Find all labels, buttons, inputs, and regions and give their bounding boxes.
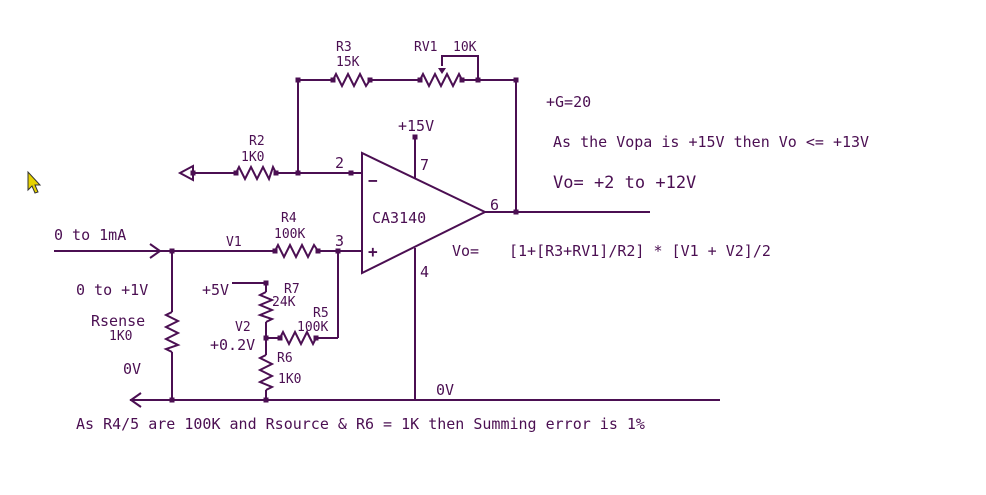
resistor-r5 — [279, 329, 317, 347]
pin-4: 4 — [420, 263, 429, 281]
rsense-value: 1K0 — [109, 329, 132, 344]
formula-rhs: [1+[R3+RV1]/R2] * [V1 + V2]/2 — [509, 242, 771, 260]
potentiometer-rv1 — [419, 68, 463, 89]
v2-value-label: +0.2V — [210, 336, 255, 354]
minus-sign: − — [368, 171, 378, 190]
ground-left-label: 0V — [123, 360, 141, 378]
ground-mid-label: 0V — [436, 381, 454, 399]
input-arrow-icon — [149, 243, 162, 259]
resistor-r2 — [235, 164, 277, 182]
resistor-rsense — [163, 311, 181, 353]
r7-value: 24K — [272, 295, 296, 310]
pin-6: 6 — [490, 196, 499, 214]
pin-2: 2 — [335, 154, 344, 172]
r5-value: 100K — [297, 320, 328, 335]
pointer-cursor-icon — [27, 170, 42, 194]
rv1-ref: RV1 — [414, 40, 437, 55]
gain-note: +G=20 — [546, 93, 591, 111]
opamp-ref: CA3140 — [372, 209, 426, 227]
pin-3: 3 — [335, 232, 344, 250]
v2-label: V2 — [235, 320, 251, 335]
rsense-ref: Rsense — [91, 312, 145, 330]
r3-value: 15K — [336, 55, 360, 70]
range-note: Vo= +2 to +12V — [553, 173, 696, 193]
input-current-label: 0 to 1mA — [54, 226, 126, 244]
v1-label: V1 — [226, 235, 242, 250]
resistor-r4 — [274, 242, 319, 260]
input-voltage-label: 0 to +1V — [76, 281, 148, 299]
r7-ref: R7 — [284, 282, 300, 297]
r2-value: 1K0 — [241, 150, 264, 165]
resistor-r3 — [332, 71, 371, 89]
resistor-r6 — [257, 354, 275, 391]
error-note: As R4/5 are 100K and Rsource & R6 = 1K t… — [76, 415, 645, 433]
formula-lhs: Vo= — [452, 242, 479, 260]
r4-ref: R4 — [281, 211, 297, 226]
opamp-wires — [414, 137, 650, 400]
opamp-body — [361, 151, 488, 275]
pin-7: 7 — [420, 156, 429, 174]
ground-rail-arrow-icon — [129, 392, 142, 408]
r6-value: 1K0 — [278, 372, 301, 387]
junction-dots — [169, 77, 519, 403]
vopa-note: As the Vopa is +15V then Vo <= +13V — [553, 133, 869, 151]
r5-ref: R5 — [313, 306, 329, 321]
r2-ref: R2 — [249, 134, 265, 149]
r4-value: 100K — [274, 227, 305, 242]
r6-ref: R6 — [277, 351, 293, 366]
rv1-value: 10K — [453, 40, 477, 55]
ref5v-label: +5V — [202, 281, 229, 299]
r3-ref: R3 — [336, 40, 352, 55]
plus-sign: + — [368, 242, 378, 261]
vcc-label: +15V — [398, 117, 434, 135]
resistor-r7 — [257, 291, 275, 323]
